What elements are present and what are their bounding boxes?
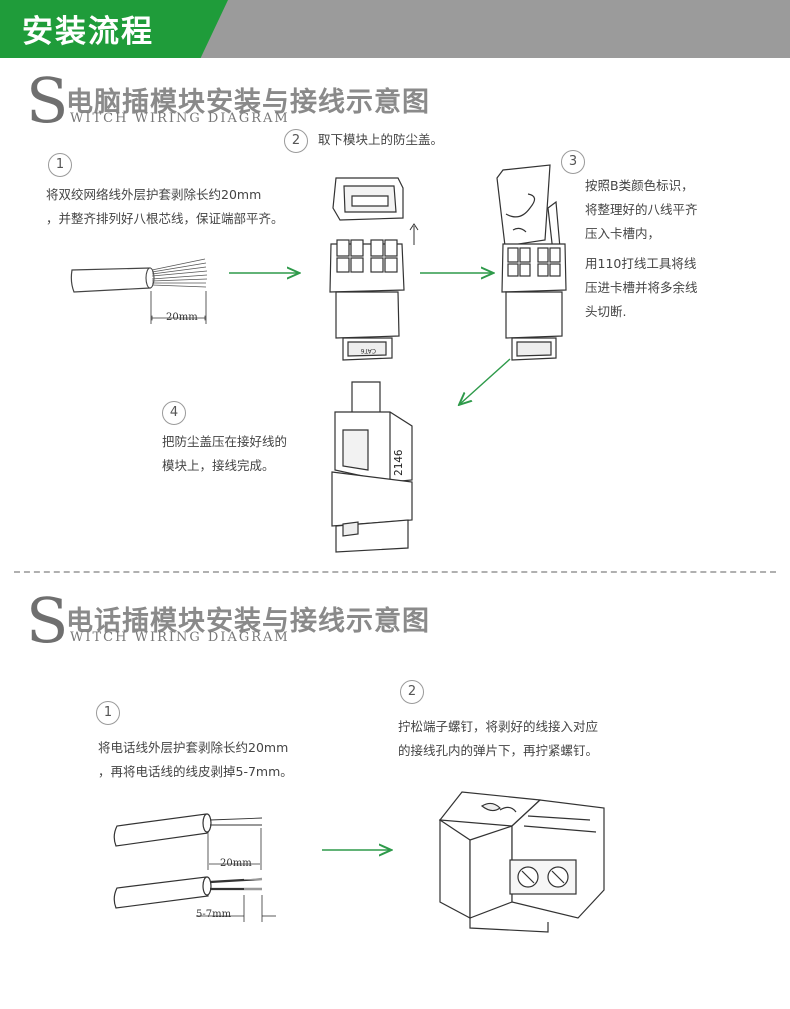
step-3-text-a: 按照B类颜色标识， 将整理好的八线平齐 压入卡槽内， bbox=[585, 174, 698, 246]
section-title-computer: 电脑插模块安装与接线示意图 bbox=[66, 87, 430, 118]
phone-step-2-text: 拧松端子螺钉，将剥好的线接入对应 的接线孔内的弹片下，再拧紧螺钉。 bbox=[398, 715, 598, 763]
phone-cable-stripped bbox=[113, 813, 263, 870]
step-3-line-2: 将整理好的八线平齐 bbox=[585, 202, 698, 217]
cap-number-label: 2146 bbox=[392, 450, 405, 477]
step-1-line-2: ，并整齐排列好八根芯线，保证端部平齐。 bbox=[46, 211, 284, 226]
module-marking-text: CAT6 bbox=[361, 347, 376, 354]
step-2-text: 取下模块上的防尘盖。 bbox=[318, 128, 443, 152]
step-4-line-2: 模块上，接线完成。 bbox=[162, 458, 275, 473]
arrow-step3-to-step4 bbox=[460, 358, 511, 404]
module-wiring-illustration bbox=[496, 164, 567, 361]
phone-step-2-line-2: 的接线孔内的弹片下，再拧紧螺钉。 bbox=[398, 743, 599, 758]
phone-terminal-module bbox=[438, 791, 605, 933]
step-number-1: 1 bbox=[48, 153, 72, 177]
section-logo-letter-2: S bbox=[26, 584, 69, 657]
phone-step-number-2: 2 bbox=[400, 680, 424, 704]
section-subtitle-phone: WITCH WIRING DIAGRAM bbox=[70, 630, 290, 645]
step-1-line-1: 将双绞网络线外层护套剥除长约20mm bbox=[46, 187, 262, 202]
module-with-cap-removed: CAT6 bbox=[329, 177, 419, 361]
network-cable-illustration bbox=[70, 258, 208, 324]
step-3-line-1: 按照B类颜色标识， bbox=[585, 178, 694, 193]
step-number-3: 3 bbox=[561, 150, 585, 174]
step-3-line-4: 用110打线工具将线 bbox=[585, 256, 697, 271]
step-number-2: 2 bbox=[284, 129, 308, 153]
phone-step-1-line-1: 将电话线外层护套剥除长约20mm bbox=[98, 740, 289, 755]
step-3-line-5: 压进卡槽并将多余线 bbox=[585, 280, 698, 295]
cable-length-label: 20mm bbox=[166, 312, 198, 323]
step-3-line-6: 头切断. bbox=[585, 304, 627, 319]
phone-step-2-line-1: 拧松端子螺钉，将剥好的线接入对应 bbox=[398, 719, 599, 734]
phone-step-1-line-2: ，再将电话线的线皮剥掉5-7mm。 bbox=[98, 764, 293, 779]
step-1-text: 将双绞网络线外层护套剥除长约20mm ，并整齐排列好八根芯线，保证端部平齐。 bbox=[46, 183, 284, 231]
phone-step-1-text: 将电话线外层护套剥除长约20mm ，再将电话线的线皮剥掉5-7mm。 bbox=[98, 736, 293, 784]
completed-module-illustration: 2146 bbox=[331, 381, 413, 553]
section-logo-letter: S bbox=[26, 64, 69, 137]
step-4-text: 把防尘盖压在接好线的 模块上，接线完成。 bbox=[162, 430, 287, 478]
phone-wire-strip-label: 5-7mm bbox=[196, 909, 232, 920]
header-title-tab bbox=[0, 0, 228, 58]
phone-jacket-length-label: 20mm bbox=[220, 858, 252, 869]
page-title: 安装流程 bbox=[22, 14, 154, 50]
step-2-line-1: 取下模块上的防尘盖。 bbox=[318, 132, 444, 147]
section-divider bbox=[14, 571, 776, 573]
step-number-4: 4 bbox=[162, 401, 186, 425]
section-subtitle-computer: WITCH WIRING DIAGRAM bbox=[70, 111, 290, 126]
phone-cable-wire-stripped bbox=[113, 876, 276, 922]
phone-step-number-1: 1 bbox=[96, 701, 120, 725]
step-3-line-3: 压入卡槽内， bbox=[585, 226, 661, 241]
step-3-text-b: 用110打线工具将线 压进卡槽并将多余线 头切断. bbox=[585, 252, 698, 324]
step-4-line-1: 把防尘盖压在接好线的 bbox=[162, 434, 288, 449]
section-title-phone: 电话插模块安装与接线示意图 bbox=[66, 606, 430, 637]
